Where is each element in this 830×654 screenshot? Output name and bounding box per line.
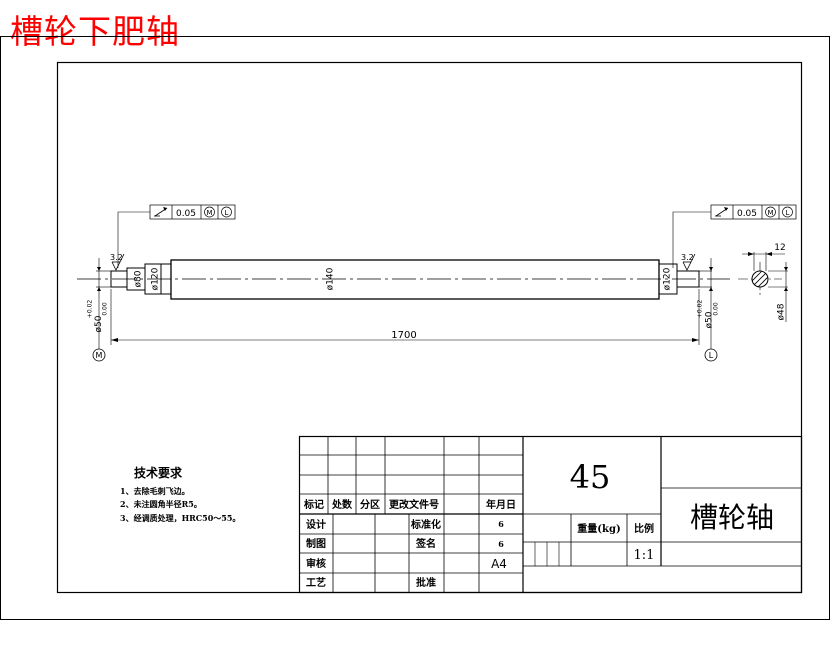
- section-width: 12: [774, 243, 785, 253]
- dia-120-right-label: ø120: [663, 267, 673, 290]
- right-journal-dia: ø50: [705, 311, 715, 328]
- part-name: 槽轮轴: [690, 501, 774, 534]
- label-date: 年月日: [486, 498, 516, 511]
- note-item: 3、经调质处理，HRC50～55。: [120, 513, 240, 523]
- left-step-120: [144, 263, 162, 295]
- svg-text:M: M: [767, 209, 773, 217]
- sign-value: 6: [498, 539, 504, 549]
- label-process: 工艺: [306, 576, 326, 589]
- scale-value: 1:1: [634, 548, 655, 563]
- fcf-left: 0.05 M L: [149, 204, 236, 220]
- left-journal-tol-lower: 0.00: [102, 302, 109, 316]
- note-item: 1、去除毛刺飞边。: [120, 486, 190, 496]
- fcf-right: 0.05 M L: [710, 204, 797, 220]
- roughness-symbol-left: 3.2: [110, 253, 125, 271]
- main-body: [170, 259, 660, 300]
- dia-80-label: ø80: [134, 270, 144, 287]
- note-item: 2、未注圆角半径R5。: [120, 499, 202, 509]
- left-journal-dia: ø50: [94, 315, 104, 332]
- label-weight: 重量(kg): [577, 522, 620, 535]
- title-block-text: 标记 处数 分区 更改文件号 年月日 设计 制图 审核 工艺 标准化 签名 批准…: [303, 458, 774, 589]
- page-title: 槽轮下肥轴: [10, 12, 180, 51]
- section-dia: ø48: [777, 303, 787, 320]
- left-journal-tol-upper: +0.02: [87, 300, 94, 319]
- svg-text:0.05: 0.05: [737, 209, 757, 219]
- svg-text:L: L: [786, 209, 790, 217]
- notes-heading: 技术要求: [134, 465, 183, 480]
- svg-text:3.2: 3.2: [110, 253, 123, 262]
- section-view: 12 ø48: [738, 243, 788, 322]
- label-count: 处数: [331, 498, 353, 511]
- label-design: 设计: [306, 518, 326, 531]
- label-mark: 标记: [303, 498, 324, 511]
- technical-notes: 技术要求 1、去除毛刺飞边。 2、未注圆角半径R5。 3、经调质处理，HRC50…: [120, 465, 240, 523]
- label-zone: 分区: [360, 498, 380, 511]
- material: 45: [570, 458, 611, 496]
- label-sign: 签名: [415, 537, 436, 550]
- roughness-symbol-right: 3.2: [681, 253, 696, 271]
- datum-m-label: M: [96, 351, 103, 360]
- standardize-value: 6: [498, 519, 504, 529]
- label-approve: 批准: [416, 576, 436, 589]
- label-standardize: 标准化: [410, 518, 441, 531]
- label-change-doc: 更改文件号: [389, 498, 439, 511]
- right-journal-tol-upper: +0.02: [697, 300, 704, 319]
- datum-l-circle: [704, 348, 718, 362]
- paper-size: A4: [491, 557, 507, 571]
- right-journal-tol-lower: 0.00: [713, 302, 720, 316]
- shaft-view: ø80 ø120 ø140 ø120 ø50 +0.02 0.00 ø50 +0…: [77, 204, 797, 362]
- runout-icon: [154, 207, 168, 217]
- right-journal: [676, 270, 700, 288]
- datum-l-label: L: [709, 351, 714, 360]
- label-review: 审核: [306, 557, 326, 570]
- svg-text:M: M: [206, 209, 212, 217]
- label-scale: 比例: [634, 522, 654, 535]
- label-draft: 制图: [306, 537, 326, 550]
- svg-text:3.2: 3.2: [681, 253, 694, 262]
- svg-text:L: L: [225, 209, 229, 217]
- svg-text:0.05: 0.05: [176, 209, 196, 219]
- runout-icon: [715, 207, 729, 217]
- dia-120-left-label: ø120: [151, 267, 161, 290]
- length-dimension: 1700: [391, 330, 416, 341]
- title-block: [298, 435, 803, 594]
- datum-m-circle: [92, 348, 106, 362]
- dia-140-label: ø140: [326, 267, 336, 290]
